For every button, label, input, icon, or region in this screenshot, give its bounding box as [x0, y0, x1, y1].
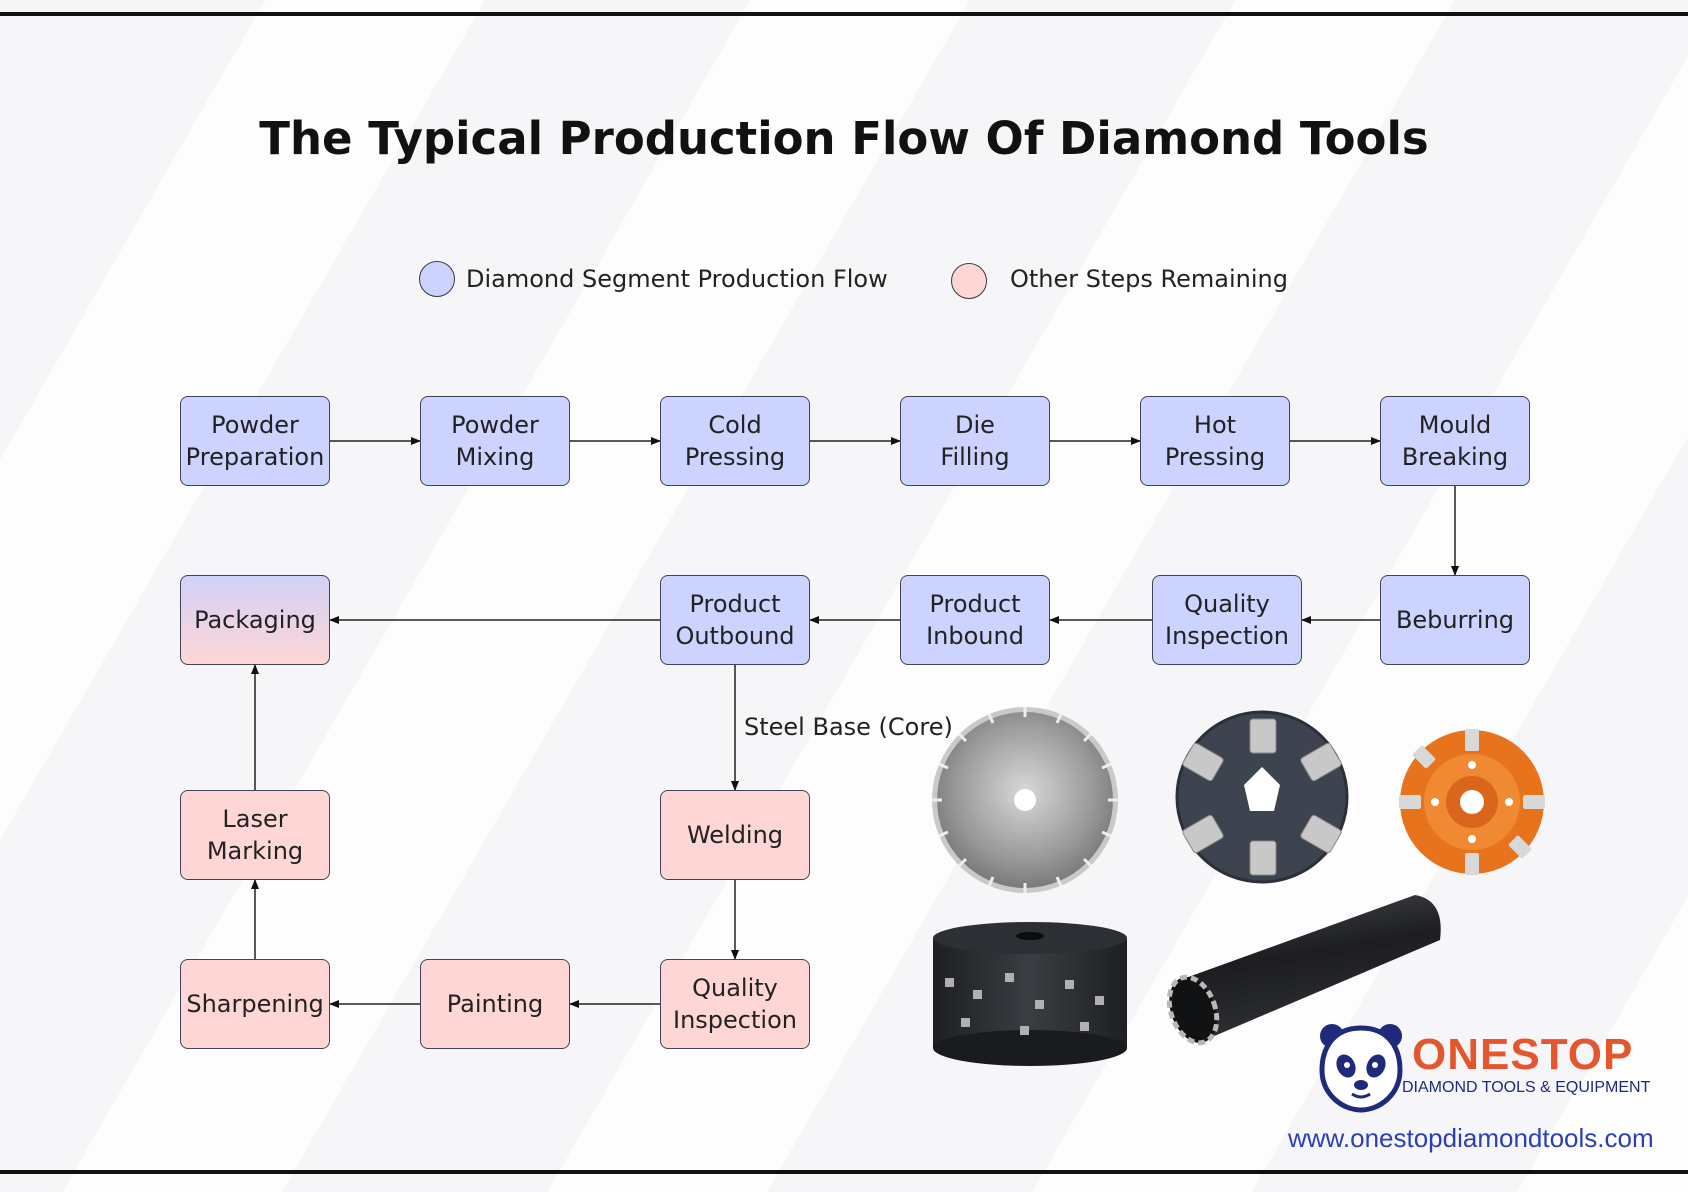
top-rule	[0, 12, 1688, 16]
website-link[interactable]: www.onestopdiamondtools.com	[1288, 1123, 1654, 1153]
node-die-filling: Die Filling	[900, 396, 1050, 486]
node-painting: Painting	[420, 959, 570, 1049]
bottom-rule	[0, 1170, 1688, 1174]
node-mould-breaking: Mould Breaking	[1380, 396, 1530, 486]
brand-logo-tagline: DIAMOND TOOLS & EQUIPMENT	[1402, 1079, 1651, 1096]
legend-label-segment: Diamond Segment Production Flow	[466, 265, 888, 293]
page-title: The Typical Production Flow Of Diamond T…	[259, 112, 1429, 165]
rotary-segment-disc-image	[1175, 710, 1349, 884]
core-drill-bit-image	[1166, 895, 1441, 1046]
node-welding: Welding	[660, 790, 810, 880]
saw-blade-image	[932, 707, 1118, 893]
node-hot-pressing: Hot Pressing	[1140, 396, 1290, 486]
node-product-inbound: Product Inbound	[900, 575, 1050, 665]
brand-logo-name: ONESTOP	[1412, 1030, 1634, 1079]
legend-label-other: Other Steps Remaining	[1010, 265, 1288, 293]
milling-drum-image	[933, 922, 1127, 1066]
node-powder-preparation: Powder Preparation	[180, 396, 330, 486]
legend-swatch-segment	[419, 261, 455, 297]
panda-logo-icon	[1319, 1024, 1403, 1113]
node-powder-mixing: Powder Mixing	[420, 396, 570, 486]
node-laser-marking: Laser Marking	[180, 790, 330, 880]
node-packaging: Packaging	[180, 575, 330, 665]
node-quality-inspection-1: Quality Inspection	[1152, 575, 1302, 665]
edge-label-steel-base: Steel Base (Core)	[744, 713, 953, 741]
node-cold-pressing: Cold Pressing	[660, 396, 810, 486]
node-beburring: Beburring	[1380, 575, 1530, 665]
node-product-outbound: Product Outbound	[660, 575, 810, 665]
node-quality-inspection-2: Quality Inspection	[660, 959, 810, 1049]
legend-swatch-other	[951, 263, 987, 299]
orange-cup-wheel-image	[1399, 729, 1545, 875]
node-sharpening: Sharpening	[180, 959, 330, 1049]
